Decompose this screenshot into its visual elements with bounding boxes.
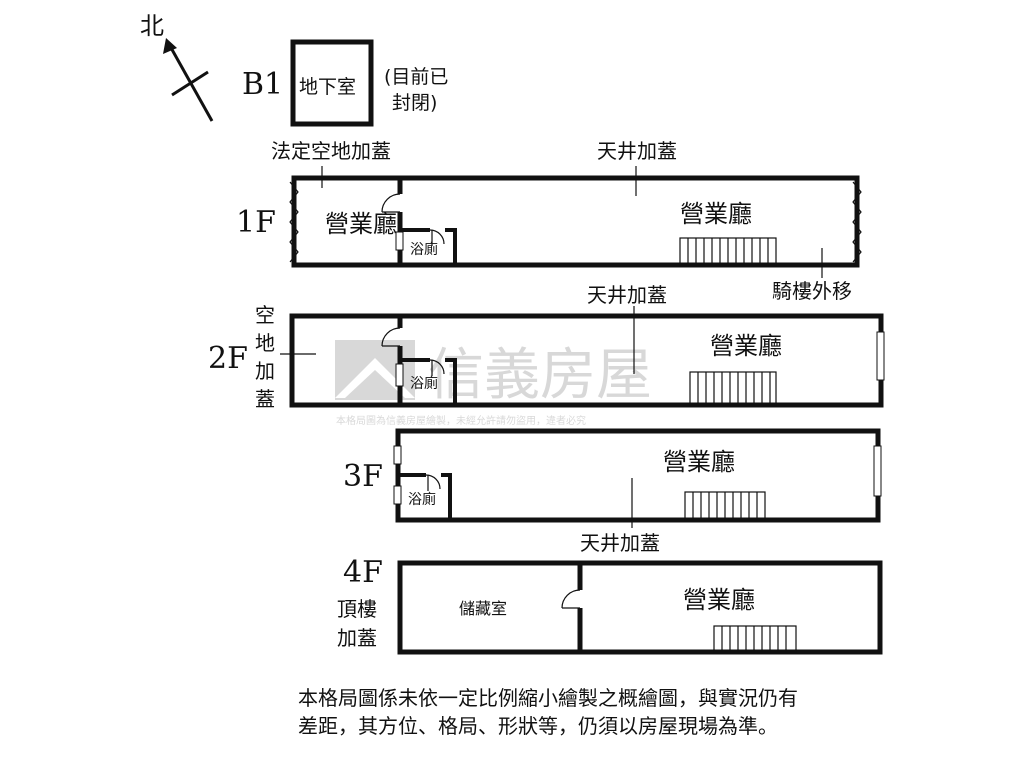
f4-main-room-label: 營業廳 <box>683 586 755 614</box>
f1-stairs <box>679 237 777 266</box>
f1-skylight-label: 天井加蓋 <box>597 139 677 163</box>
f2-skylight-label: 天井加蓋 <box>587 283 667 307</box>
f2-main-room-label: 營業廳 <box>710 332 782 360</box>
watermark-brand: 信義房屋 <box>428 343 652 408</box>
f3-bath-label: 浴廁 <box>408 491 436 508</box>
f4-storage-label: 儲藏室 <box>459 599 507 618</box>
b1-note-line2: 封閉) <box>392 92 437 114</box>
watermark-copyright: 本格局圖為信義房屋繪製，未經允許請勿盜用，違者必究 <box>336 414 586 427</box>
f3-outline <box>395 428 881 523</box>
f1-open-space-label: 法定空地加蓋 <box>271 139 391 163</box>
f1-bath-label: 浴廁 <box>410 241 438 258</box>
f3-stairs <box>684 491 766 521</box>
f4-side-label-1: 頂樓 <box>337 597 377 621</box>
north-compass: 北 <box>140 12 214 122</box>
floor-1f: 法定空地加蓋 天井加蓋 1F 營業廳 浴廁 營業廳 <box>236 139 862 303</box>
b1-level-label: B1 <box>242 67 283 102</box>
f2-side-label-1: 空 <box>255 303 275 327</box>
b1-note-line1: (目前已 <box>384 66 448 88</box>
f1-outline <box>291 175 860 268</box>
f1-left-room-label: 營業廳 <box>325 210 397 238</box>
f4-outline <box>397 560 883 655</box>
compass-north-label: 北 <box>140 12 164 40</box>
f1-main-room-label: 營業廳 <box>680 200 752 228</box>
b1-room-outline <box>290 39 374 127</box>
f2-bath-label: 浴廁 <box>410 375 438 392</box>
floor-b1: B1 地下室 (目前已 封閉) <box>242 39 448 127</box>
f2-side-label-4: 蓋 <box>255 387 275 411</box>
f3-skylight-label: 天井加蓋 <box>580 531 660 555</box>
watermark: 信義房屋 本格局圖為信義房屋繪製，未經允許請勿盜用，違者必究 <box>335 340 652 427</box>
f4-stairs <box>713 625 797 653</box>
f3-main-room-label: 營業廳 <box>663 448 735 476</box>
floor-2f: 天井加蓋 空 地 加 蓋 2F 浴廁 營業廳 <box>208 283 885 411</box>
f2-side-label-3: 加 <box>255 359 275 383</box>
f3-level-label: 3F <box>343 459 383 494</box>
disclaimer-text: 本格局圖係未依一定比例縮小繪製之概繪圖，與實況仍有差距，其方位、格局、形狀等，仍… <box>298 686 798 738</box>
f1-arcade-label: 騎樓外移 <box>772 279 852 303</box>
b1-room-label: 地下室 <box>299 76 356 98</box>
f2-level-label: 2F <box>208 341 248 376</box>
f2-stairs <box>689 371 777 406</box>
f4-side-label-2: 加蓋 <box>337 626 377 650</box>
f1-level-label: 1F <box>236 205 276 240</box>
floor-4f: 4F 頂樓 加蓋 儲藏室 營業廳 <box>337 555 883 655</box>
f4-level-label: 4F <box>343 555 383 590</box>
floor-3f: 3F 浴廁 營業廳 天井加蓋 <box>343 428 882 555</box>
f2-side-label-2: 地 <box>255 331 275 355</box>
